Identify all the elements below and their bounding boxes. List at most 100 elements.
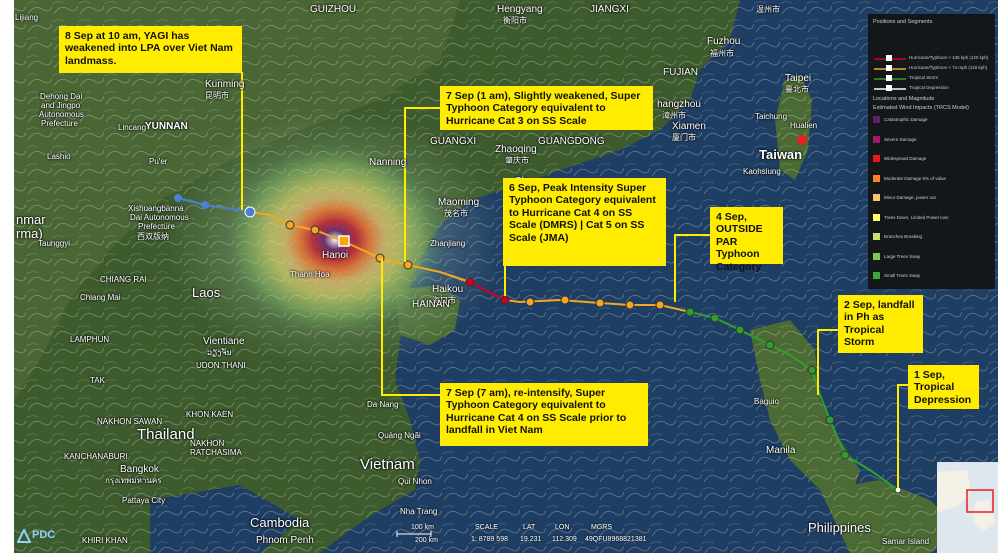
legend-swatch <box>873 194 880 201</box>
legend-swatch <box>873 116 880 123</box>
place-autonomous: Autonomous <box>39 110 84 119</box>
place-xiamen-cn: 厦门市 <box>672 133 696 142</box>
place-myanmar-1: nmar <box>16 212 46 227</box>
place-nanning: Nanning <box>369 157 407 168</box>
scale-bar: 100 km 200 km SCALE 1: 8789 598 LAT 19.2… <box>395 522 650 550</box>
track-current-position <box>338 235 350 247</box>
track-point <box>310 225 320 235</box>
track-point <box>560 295 570 305</box>
legend-track-row: Hurricane/Typhoon > 135 kph (120 kph) <box>873 54 990 63</box>
legend-item-label: Minor Damage, power out <box>884 195 936 200</box>
place-xiamen: Xiamen <box>672 121 706 132</box>
place-kanchanaburi: KANCHANABURI <box>64 452 128 461</box>
callout-6-sep: 6 Sep, Peak Intensity Super Typhoon Cate… <box>503 178 666 266</box>
place-vientiane: Vientiane <box>203 336 245 347</box>
pdc-logo: PDC <box>17 525 82 551</box>
place-guangxi: GUANGXI <box>430 136 477 147</box>
legend-item: Minor Damage, power out <box>873 192 990 204</box>
mgrs-value: 49QFU8968821381 <box>585 536 647 543</box>
place-thailand: Thailand <box>137 426 195 443</box>
place-zhaoqing-cn: 肇庆市 <box>505 156 529 165</box>
inset-locator-map[interactable] <box>937 462 998 553</box>
track-point <box>825 415 835 425</box>
track-point <box>174 194 182 202</box>
taiwan-marker <box>797 135 807 145</box>
legend-track-row: Hurricane/Typhoon < 74 mph (119 kph) <box>873 64 990 73</box>
legend-item: Severe Damage <box>873 134 990 146</box>
scale-bottom: 200 km <box>415 537 438 544</box>
place-khon-kaen: KHON KAEN <box>186 410 234 419</box>
callout-4-sep: 4 Sep, OUTSIDE PAR Typhoon Category <box>710 207 783 273</box>
lat-label: LAT <box>523 524 536 531</box>
track-point <box>403 260 413 270</box>
place-xishuang-cn: 西双版纳 <box>137 232 169 241</box>
callout-8-sep: 8 Sep at 10 am, YAGI has weakened into L… <box>59 26 242 73</box>
legend-track-row: Tropical Storm <box>873 74 990 83</box>
callout-7-sep-7am: 7 Sep (7 am), re-intensify, Super Typhoo… <box>440 383 648 446</box>
place-zhangzhou-cn: 漳州市 <box>662 111 686 120</box>
legend-item-label: Widespread Damage <box>884 156 927 161</box>
place-myanmar-2: rma) <box>16 226 43 241</box>
track-point <box>244 206 256 218</box>
track-point <box>525 297 535 307</box>
track-point <box>285 220 295 230</box>
legend-swatch <box>873 174 880 182</box>
place-ratchasima: RATCHASIMA <box>190 448 242 457</box>
legend-swatch <box>873 135 880 143</box>
callout-1-sep: 1 Sep, Tropical Depression <box>908 365 979 409</box>
place-puer: Pu'er <box>149 157 168 166</box>
place-xishuang-1: Xishuangbanna <box>128 204 184 213</box>
place-lashio: Lashio <box>47 152 71 161</box>
legend-title: Positions and Segments <box>873 19 933 25</box>
place-jingpo: and Jingpo <box>41 101 81 110</box>
place-lijiang: Lijiang <box>15 13 39 22</box>
place-fujian: FUJIAN <box>663 67 698 78</box>
place-xishuang-2: Dai Autonomous <box>130 213 189 222</box>
legend-track-row: Tropical Depression <box>873 84 990 93</box>
legend-item-label: Moderate Damage 5% of value <box>884 175 947 181</box>
place-samar: Samar Island <box>882 537 930 546</box>
place-hanoi: Hanoi <box>322 250 349 261</box>
place-haikou-cn: 海口市 <box>432 296 456 305</box>
legend-section: Estimated Wind Impacts (TRCS Model) <box>873 105 969 111</box>
track-point <box>735 325 745 335</box>
place-zhanjiang: Zhanjiang <box>430 239 466 248</box>
place-jiangxi: JIANGXI <box>590 4 629 15</box>
legend-item: Moderate Damage 5% of value <box>873 173 990 185</box>
legend-item: Catastrophic Damage <box>873 114 990 126</box>
pdc-logo-icon <box>17 529 31 543</box>
place-chiang-rai: CHIANG RAI <box>100 275 147 284</box>
place-taunggyi: Taunggyi <box>38 239 71 248</box>
callout-7-sep-1am: 7 Sep (1 am), Slightly weakened, Super T… <box>440 86 653 130</box>
place-vientiane-lo: ວຽງຈັນ <box>207 348 232 357</box>
place-bangkok: Bangkok <box>120 464 159 475</box>
legend-item-label: Small Trees Sway <box>884 273 921 278</box>
lon-value: 112.309 <box>552 536 577 543</box>
scale-top: 100 km <box>411 524 434 531</box>
track-point <box>710 313 720 323</box>
place-lamphun: LAMPHUN <box>70 335 110 344</box>
place-phnom-penh: Phnom Penh <box>256 535 314 546</box>
place-laos: Laos <box>192 285 221 300</box>
place-pattaya: Pattaya City <box>122 496 166 505</box>
track-point <box>500 295 510 305</box>
track-point <box>595 298 605 308</box>
track-point <box>765 340 775 350</box>
place-dehong: Dehong Dai <box>40 92 83 101</box>
legend-swatch <box>873 272 880 279</box>
legend-item-label: Trees Down, Limited Power loss <box>884 214 949 220</box>
place-baguio: Baguio <box>754 397 779 406</box>
legend-panel: Positions and Segments Hurricane/Typhoon… <box>868 14 995 289</box>
place-taichung: Taichung <box>755 112 788 121</box>
place-taiwan: Taiwan <box>759 147 803 162</box>
place-wenzhou-cn: 温州市 <box>756 5 780 14</box>
place-prefecture: Prefecture <box>41 119 78 128</box>
place-zhaoqing: Zhaoqing <box>495 144 537 155</box>
place-vietnam: Vietnam <box>360 456 415 473</box>
place-bangkok-th: กรุงเทพมหานคร <box>105 476 162 485</box>
scale-value: 1: 8789 598 <box>471 536 508 543</box>
place-fuzhou-cn: 福州市 <box>710 49 734 58</box>
place-taipei-cn: 臺北市 <box>785 85 809 94</box>
track-point <box>685 307 695 317</box>
